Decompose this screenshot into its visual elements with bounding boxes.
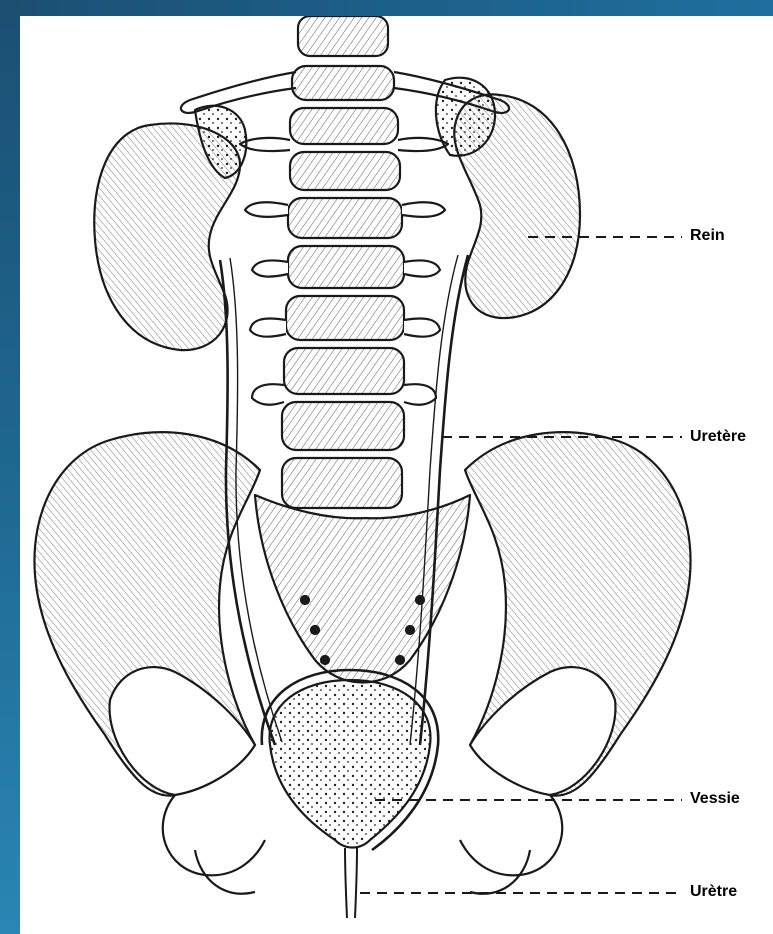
process-l1 xyxy=(240,138,290,151)
pubic-right-end xyxy=(470,850,530,894)
process-r3 xyxy=(404,260,440,276)
process-r2 xyxy=(402,202,445,217)
pubic-left-loop xyxy=(163,795,265,875)
process-r5 xyxy=(404,384,436,404)
label-rein: Rein xyxy=(690,227,725,245)
rib-left-upper xyxy=(181,72,296,113)
urinary-system-illustration xyxy=(20,16,773,934)
frame-left-border xyxy=(0,0,20,934)
label-uretere: Uretère xyxy=(690,428,746,446)
obturator-right xyxy=(470,667,615,795)
process-l5 xyxy=(252,384,284,404)
process-r4 xyxy=(404,318,440,336)
obturator-left xyxy=(110,667,255,795)
pubic-right-loop xyxy=(460,795,562,875)
process-l3 xyxy=(252,260,288,276)
label-uretre: Urètre xyxy=(690,883,737,901)
urethra xyxy=(345,848,357,918)
process-l4 xyxy=(250,318,286,336)
process-l2 xyxy=(245,202,288,217)
frame-top-border xyxy=(0,0,773,16)
label-vessie: Vessie xyxy=(690,790,740,808)
bladder xyxy=(270,680,431,848)
spine xyxy=(282,16,404,508)
pubic-left-end xyxy=(195,850,255,894)
